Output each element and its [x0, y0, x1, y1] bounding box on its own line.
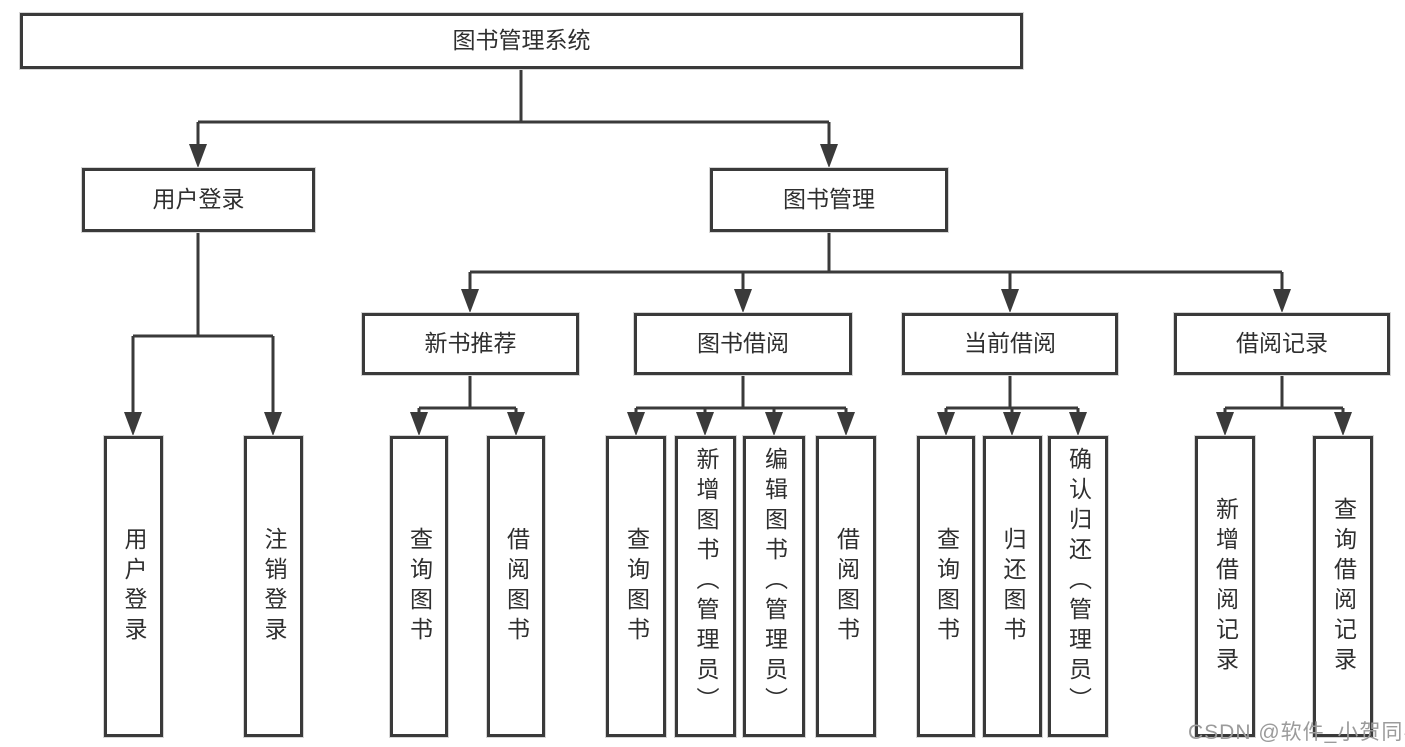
node-user-login: 用户登录 — [82, 168, 315, 232]
leaf-label: 借阅图书 — [503, 526, 530, 647]
node-borrowing-records: 借阅记录 — [1174, 313, 1390, 375]
leaf-current-confirm-return-admin: 确认归还（管理员） — [1048, 436, 1108, 737]
node-label: 用户登录 — [152, 186, 245, 213]
leaf-label: 确认归还（管理员） — [1065, 447, 1092, 717]
node-label: 新书推荐 — [424, 330, 517, 357]
leaf-current-query-books: 查询图书 — [917, 436, 975, 737]
leaf-borrow-add-books-admin: 新增图书（管理员） — [675, 436, 736, 737]
node-new-book-recommendation: 新书推荐 — [362, 313, 579, 375]
leaf-user-login: 用户登录 — [104, 436, 163, 737]
leaf-recommend-borrow-books: 借阅图书 — [487, 436, 545, 737]
leaf-borrow-query-books: 查询图书 — [606, 436, 666, 737]
leaf-label: 新增图书（管理员） — [693, 447, 719, 717]
leaf-label: 归还图书 — [1000, 526, 1026, 647]
node-book-management: 图书管理 — [710, 168, 948, 232]
leaf-records-add-record: 新增借阅记录 — [1195, 436, 1255, 737]
node-label: 图书管理 — [783, 186, 875, 213]
leaf-records-query-record: 查询借阅记录 — [1313, 436, 1373, 737]
node-label: 图书借阅 — [697, 330, 789, 357]
node-label: 图书管理系统 — [452, 27, 591, 54]
leaf-recommend-query-books: 查询图书 — [390, 436, 448, 737]
leaf-borrow-edit-books-admin: 编辑图书（管理员） — [743, 436, 805, 737]
leaf-label: 查询图书 — [406, 526, 433, 647]
node-label: 当前借阅 — [964, 330, 1056, 357]
leaf-label: 编辑图书（管理员） — [761, 447, 788, 717]
leaf-label: 查询借阅记录 — [1330, 496, 1357, 677]
leaf-label: 借阅图书 — [833, 526, 860, 647]
leaf-label: 注销登录 — [261, 526, 287, 647]
node-current-borrowing: 当前借阅 — [902, 313, 1118, 375]
leaf-borrow-borrow-books: 借阅图书 — [816, 436, 876, 737]
leaf-label: 查询图书 — [623, 526, 650, 647]
leaf-current-return-books: 归还图书 — [983, 436, 1042, 737]
node-book-borrowing: 图书借阅 — [634, 313, 852, 375]
leaf-label: 查询图书 — [933, 526, 960, 647]
leaf-logout: 注销登录 — [244, 436, 303, 737]
node-library-management-system: 图书管理系统 — [20, 13, 1023, 69]
node-label: 借阅记录 — [1236, 330, 1328, 357]
leaf-label: 用户登录 — [121, 526, 147, 647]
watermark: CSDN @软件_小贺同学 — [1188, 721, 1405, 744]
leaf-label: 新增借阅记录 — [1212, 496, 1239, 677]
